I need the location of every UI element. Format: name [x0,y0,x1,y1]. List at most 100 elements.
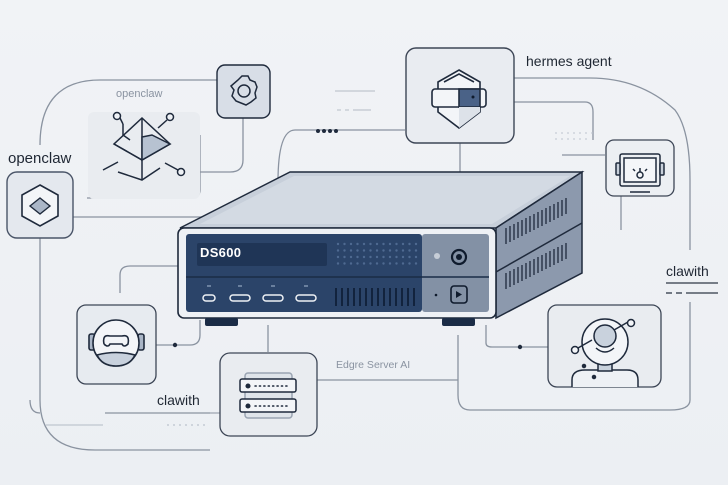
grille-dot [414,249,418,252]
grille-dot [349,249,353,252]
grille-dot [349,242,353,246]
connector-robot-server [119,265,178,293]
connector-dots-hermes [277,129,405,183]
grille-dot [401,262,405,265]
node-avatar-bot[interactable] [547,304,662,388]
grille-dot [382,249,385,252]
monitor-icon [615,153,665,193]
usb-port-2 [229,294,251,302]
dotted-marks [167,132,593,426]
grille-dot [369,249,372,252]
label-openclaw-top: openclaw [116,88,163,100]
node-hermes-agent[interactable] [405,47,515,144]
status-led [434,253,440,259]
robot-head-icon [88,319,145,367]
connector-hermes-monitor [514,101,594,140]
connector-left-loop [39,237,210,451]
connector-robot-dot [156,320,201,346]
grille-dot [356,262,359,265]
grille-dot [414,242,418,246]
cube-network-icon [102,111,186,181]
usb-port-1 [202,294,216,302]
grille-dot [336,255,340,259]
device-name-label: DS600 [200,245,242,260]
grille-dot [362,249,366,252]
grille-dot [408,249,411,252]
node-monitor[interactable] [605,139,675,197]
node-openclaw-shield[interactable] [6,171,74,239]
connector-hermes-right [514,77,691,250]
front-vents [335,288,415,306]
vr-headset-hexagon-icon [431,69,487,130]
grille-dot [369,242,372,246]
grille-dot [369,262,372,265]
clawith-underline [666,282,718,294]
grille-dot [395,249,398,252]
grille-dot [401,242,405,246]
label-clawith-bottom: clawith [157,392,200,408]
label-hermes-agent: hermes agent [526,53,612,69]
connector-server-avatar [485,325,548,348]
grille-dot [343,249,346,252]
label-clawith-right: clawith [666,263,709,279]
grille-dot [401,249,405,252]
gear-icon [229,75,258,106]
grille-dot [375,242,379,246]
grille-dot [343,262,346,265]
grille-dot [336,249,340,252]
grille-dot [356,242,359,246]
grille-dot [349,262,353,265]
grille-dot [336,242,340,246]
connector-lines [29,77,691,451]
shield-cube-icon [21,184,59,227]
grille-dot [375,262,379,265]
play-icon [456,291,462,298]
grille-dot [408,262,411,265]
grille-dot [408,255,411,259]
grille-dot [388,249,392,252]
grille-dot [356,255,359,259]
grille-dot [349,255,353,259]
avatar-bot-icon [570,318,639,387]
grille-dot [395,255,398,259]
node-server-rack[interactable] [219,352,318,437]
usb-port-4 [295,294,317,302]
grille-dot [408,242,411,246]
grille-dot [362,262,366,265]
grille-dot [388,255,392,259]
connector-right-loop [457,302,691,411]
grille-dot [382,255,385,259]
connector-openclaw-gear [39,79,218,146]
server-rack-icon [239,372,297,419]
connector-gear-cube [185,118,244,173]
node-gear[interactable] [216,64,271,119]
grille-dot [401,255,405,259]
connector-dots [172,129,523,350]
grille-dot [375,249,379,252]
grille-dot [395,262,398,265]
node-robot[interactable] [76,304,157,385]
grille-dot [343,242,346,246]
device-ds600[interactable] [177,170,585,326]
grille-dot [362,255,366,259]
power-button[interactable] [450,248,468,266]
node-openclaw-cube[interactable] [88,111,200,199]
side-vents [505,198,567,289]
grille-dot [414,262,418,265]
grille-dot [388,262,392,265]
grille-dot [336,262,340,265]
connector-corner [29,399,41,414]
usb-port-3 [262,294,284,302]
grille-dot [414,255,418,259]
grille-dot [395,242,398,246]
grille-dot [382,262,385,265]
usb-ports [202,285,317,302]
label-openclaw-left: openclaw [8,150,72,167]
label-edge-server: Edgre Server AI [336,359,411,371]
grille-dot [362,242,366,246]
decor-lines [46,90,375,426]
device-display [197,243,327,266]
grille-dot [382,242,385,246]
